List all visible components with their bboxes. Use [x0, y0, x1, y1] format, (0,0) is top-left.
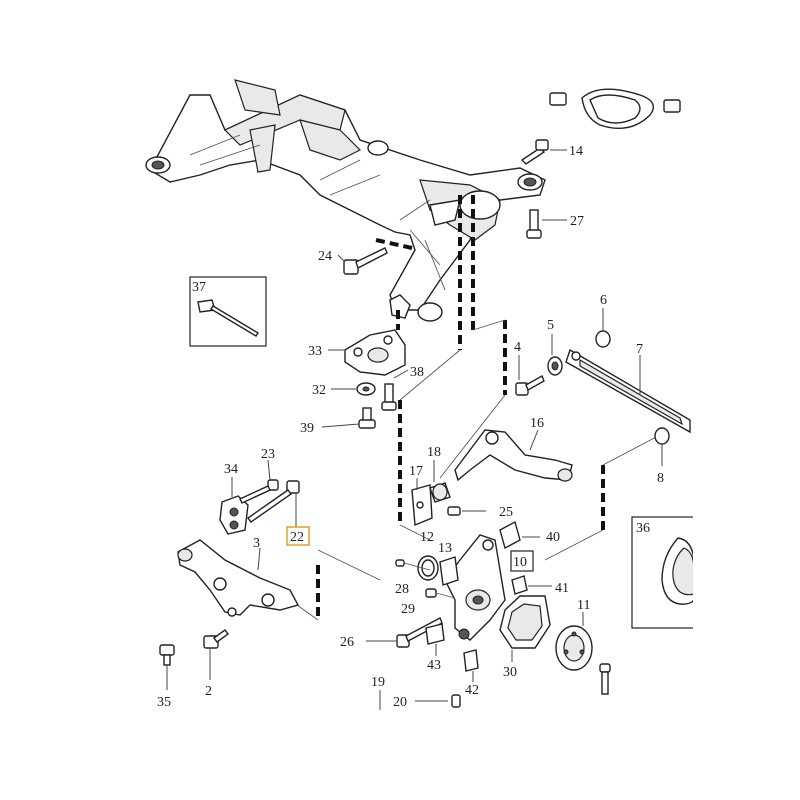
callout-11: 11 [577, 598, 590, 613]
callout-35: 35 [157, 695, 171, 710]
callout-39: 39 [300, 421, 314, 436]
callout-19: 19 [371, 675, 385, 690]
callout-37: 37 [192, 280, 206, 295]
callout-20: 20 [393, 695, 407, 710]
callout-33: 33 [308, 344, 322, 359]
callout-28: 28 [395, 582, 409, 597]
cap-6 [595, 308, 611, 348]
bushing-41 [511, 575, 552, 595]
backing-plate-30 [499, 595, 551, 662]
inset-36 [631, 516, 699, 629]
bolt-4 [515, 355, 545, 396]
callout-5: 5 [547, 318, 554, 333]
bolt-29 [425, 588, 456, 599]
bolt-26 [366, 617, 443, 648]
bushing-42 [463, 649, 479, 682]
callout-40: 40 [546, 530, 560, 545]
callout-24: 24 [318, 249, 332, 264]
spacer-13 [439, 556, 459, 586]
inset-37 [189, 276, 267, 347]
bolt-35 [159, 644, 175, 690]
callout-29: 29 [401, 602, 415, 617]
callout-25: 25 [499, 505, 513, 520]
lower-arm-3 [177, 539, 300, 617]
knuckle-10 [444, 534, 534, 641]
callout-26: 26 [340, 635, 354, 650]
bushing-43 [425, 623, 445, 656]
dashed-guides [289, 195, 661, 621]
callout-labels: 14 27 24 37 6 5 4 7 33 38 32 39 16 18 34… [157, 144, 664, 710]
callout-34: 34 [224, 462, 238, 477]
bolt-38 [381, 369, 409, 411]
bushing-40 [499, 520, 540, 550]
bolt-22 [247, 480, 310, 546]
callout-7: 7 [636, 342, 643, 357]
mount-34 [219, 477, 249, 535]
callout-32: 32 [312, 383, 326, 398]
bolt-28 [395, 559, 431, 571]
bolt-31 [599, 663, 611, 695]
bolt-25 [447, 506, 486, 516]
spacer-12 [417, 555, 439, 581]
callout-16: 16 [530, 416, 544, 431]
callout-12: 12 [420, 530, 434, 545]
callout-30: 30 [503, 665, 517, 680]
washer-32 [331, 382, 376, 396]
callout-36: 36 [636, 521, 650, 536]
subframe [145, 79, 546, 322]
callout-3: 3 [253, 536, 260, 551]
bolt-23 [239, 459, 279, 504]
mount-33 [328, 329, 406, 376]
callout-10: 10 [513, 555, 527, 570]
callout-2: 2 [205, 684, 212, 699]
bolt-2 [203, 629, 229, 680]
callout-38: 38 [410, 365, 424, 380]
bracket-17 [411, 478, 433, 527]
callout-43: 43 [427, 658, 441, 673]
callout-27: 27 [570, 214, 584, 229]
hub-11 [555, 612, 593, 671]
callout-4: 4 [514, 340, 521, 355]
callout-18: 18 [427, 445, 441, 460]
callout-6: 6 [600, 293, 607, 308]
cap-8 [654, 427, 670, 466]
control-arm-16 [454, 429, 573, 482]
bushing-18 [429, 460, 451, 503]
callout-17: 17 [409, 464, 423, 479]
bolt-14 [520, 139, 567, 165]
callout-14: 14 [569, 144, 583, 159]
top-right-parts [549, 88, 681, 129]
callout-8: 8 [657, 471, 664, 486]
callout-22: 22 [290, 530, 304, 545]
rod-7 [565, 348, 691, 434]
callout-13: 13 [438, 541, 452, 556]
callout-41: 41 [555, 581, 569, 596]
bolt-20 [415, 694, 461, 708]
callout-23: 23 [261, 447, 275, 462]
bolt-24 [337, 247, 388, 275]
nut-5 [547, 334, 563, 376]
bolt-27 [526, 209, 567, 239]
callout-42: 42 [465, 683, 479, 698]
bolt-39 [321, 407, 376, 429]
